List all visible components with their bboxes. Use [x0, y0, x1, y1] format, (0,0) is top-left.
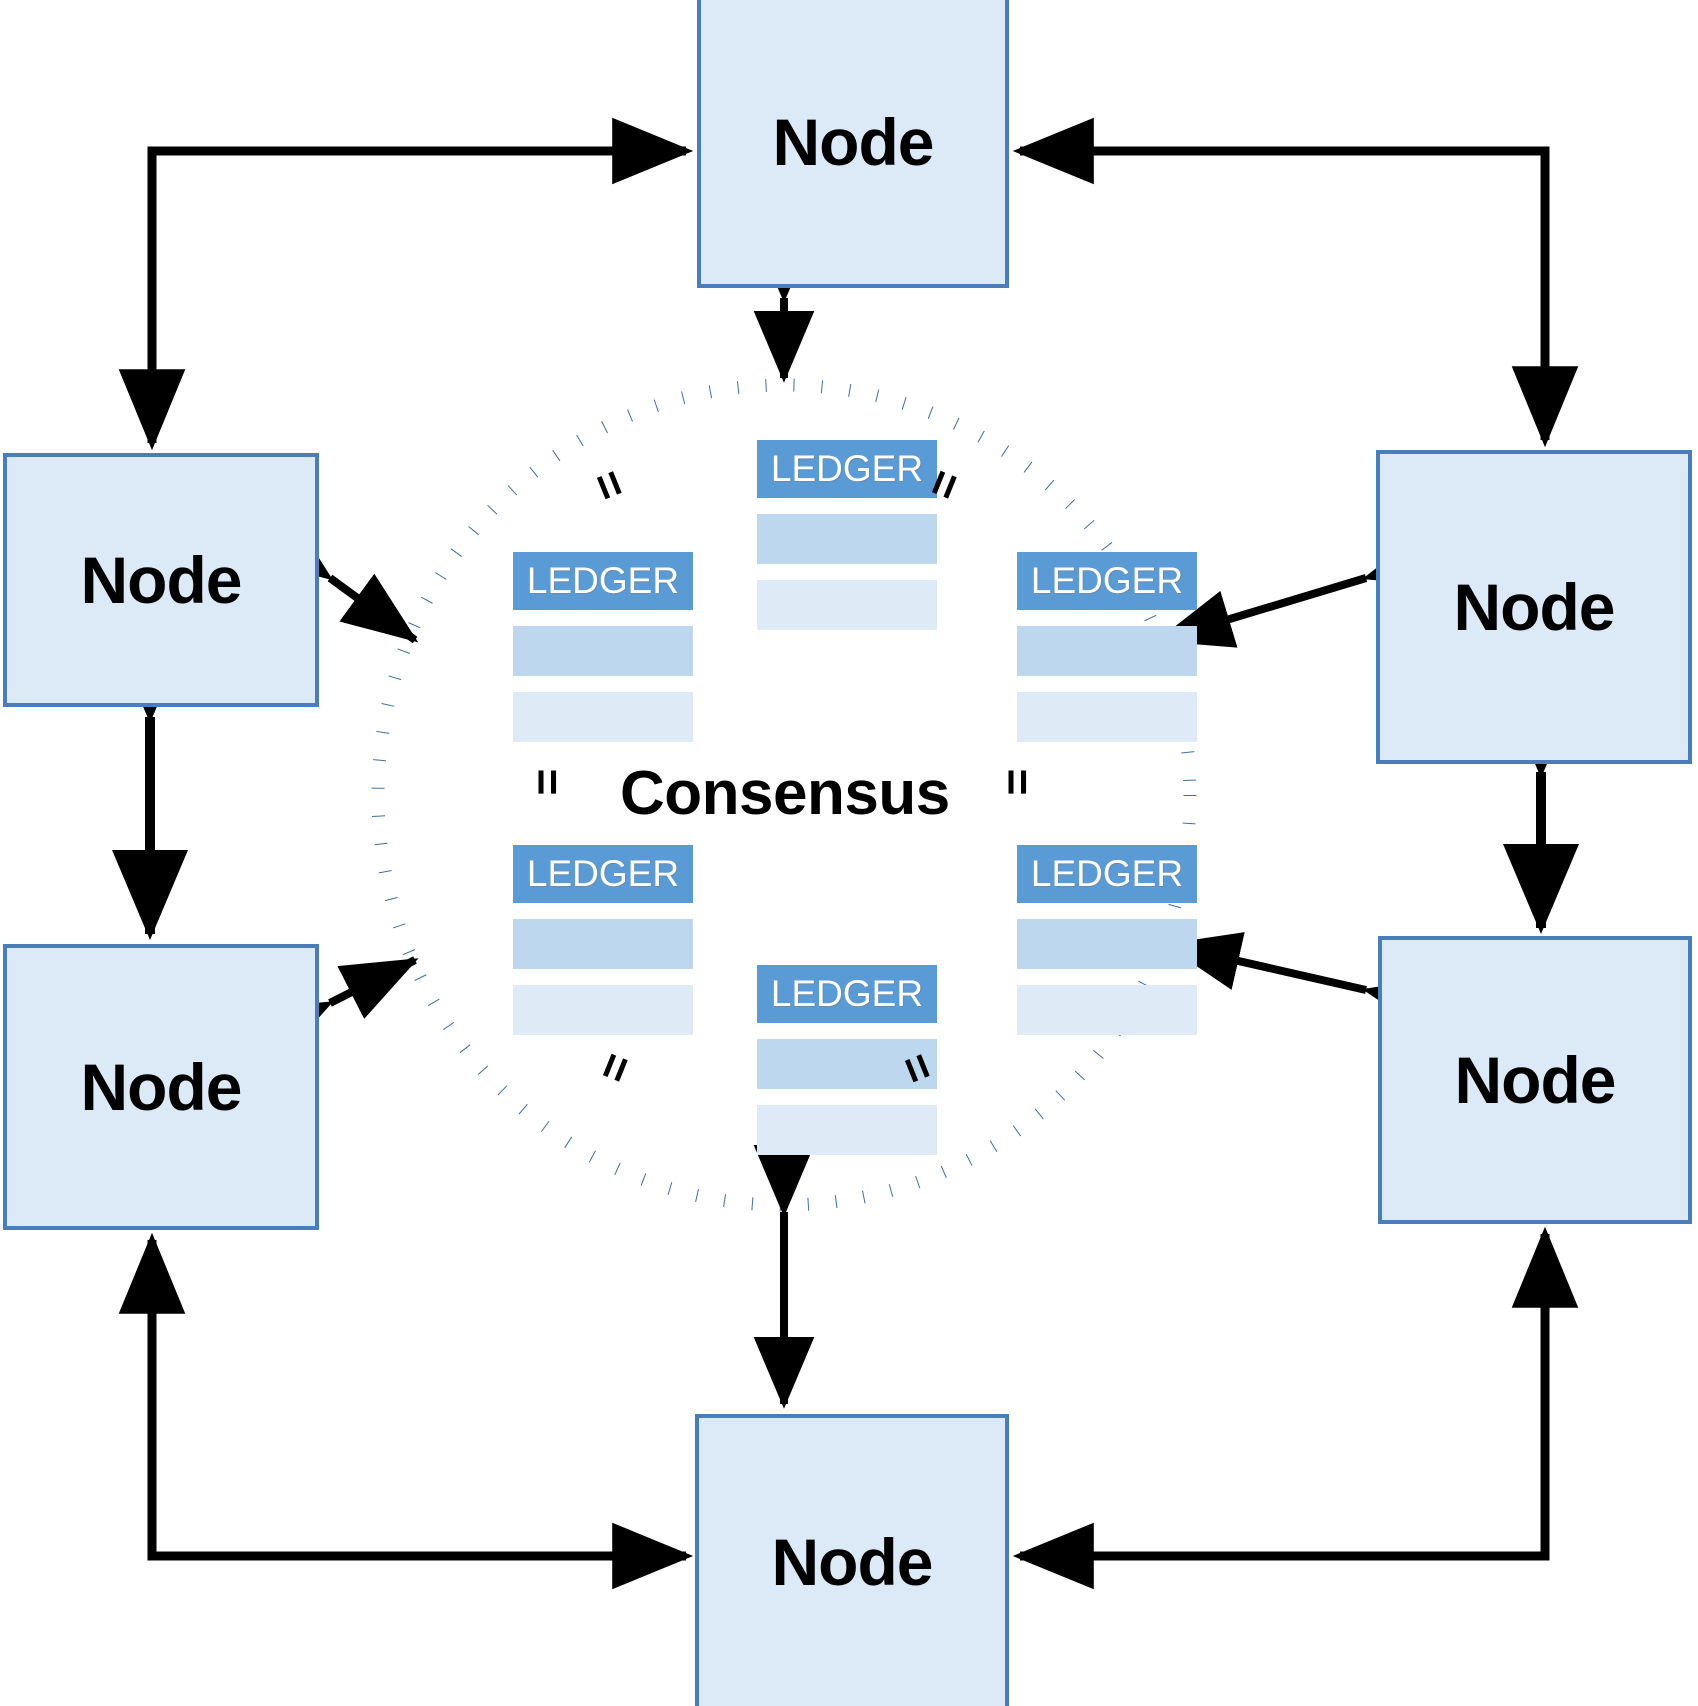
ledger-row	[757, 580, 937, 630]
node-bottom[interactable]: Node	[695, 1414, 1009, 1706]
ledger-title: LEDGER	[513, 845, 693, 903]
ledger-row	[757, 514, 937, 564]
ledger-row	[513, 626, 693, 676]
equals-icon-mid-left: =	[522, 768, 574, 796]
ledger-row	[757, 1105, 937, 1155]
node-right-lower[interactable]: Node	[1378, 936, 1692, 1224]
ledger-upper-right[interactable]: LEDGER	[1017, 552, 1197, 742]
link-right-lower-to-center	[1164, 932, 1443, 1035]
ledger-title: LEDGER	[1017, 845, 1197, 903]
node-left-upper[interactable]: Node	[3, 453, 319, 707]
equals-icon-bottom-left: =	[586, 1045, 646, 1091]
ledger-row	[513, 919, 693, 969]
node-label: Node	[80, 1050, 243, 1124]
ledger-row	[1017, 692, 1197, 742]
ledger-upper-left[interactable]: LEDGER	[513, 552, 693, 742]
node-label: Node	[80, 543, 243, 617]
node-right-upper[interactable]: Node	[1376, 450, 1692, 764]
ledger-lower-left[interactable]: LEDGER	[513, 845, 693, 1035]
ledger-row	[513, 692, 693, 742]
equals-icon-top-left: =	[580, 462, 640, 508]
ledger-row	[1017, 919, 1197, 969]
ledger-title: LEDGER	[757, 965, 937, 1023]
node-top[interactable]: Node	[697, 0, 1009, 288]
equals-icon-mid-right: =	[992, 768, 1044, 796]
link-right-lower-to-bottom	[1012, 1234, 1550, 1590]
ledger-row	[1017, 626, 1197, 676]
node-label: Node	[1454, 1043, 1617, 1117]
ledger-row	[1017, 985, 1197, 1035]
link-left-upper-to-center	[254, 511, 419, 644]
consensus-label: Consensus	[620, 759, 950, 828]
link-left-lower-to-center	[252, 956, 419, 1062]
node-label: Node	[772, 105, 935, 179]
ledger-row	[513, 985, 693, 1035]
ledger-lower-right[interactable]: LEDGER	[1017, 845, 1197, 1035]
ledger-top[interactable]: LEDGER	[757, 440, 937, 630]
ledger-bottom[interactable]: LEDGER	[757, 965, 937, 1155]
link-left-upper-to-top	[147, 117, 694, 443]
node-label: Node	[771, 1525, 934, 1599]
ledger-title: LEDGER	[757, 440, 937, 498]
node-left-lower[interactable]: Node	[3, 944, 319, 1230]
ledger-title: LEDGER	[513, 552, 693, 610]
link-right-upper-to-top	[1012, 117, 1550, 440]
link-left-lower-to-bottom	[147, 1240, 694, 1590]
ledger-title: LEDGER	[1017, 552, 1197, 610]
ledger-row	[757, 1039, 937, 1089]
node-label: Node	[1453, 570, 1616, 644]
